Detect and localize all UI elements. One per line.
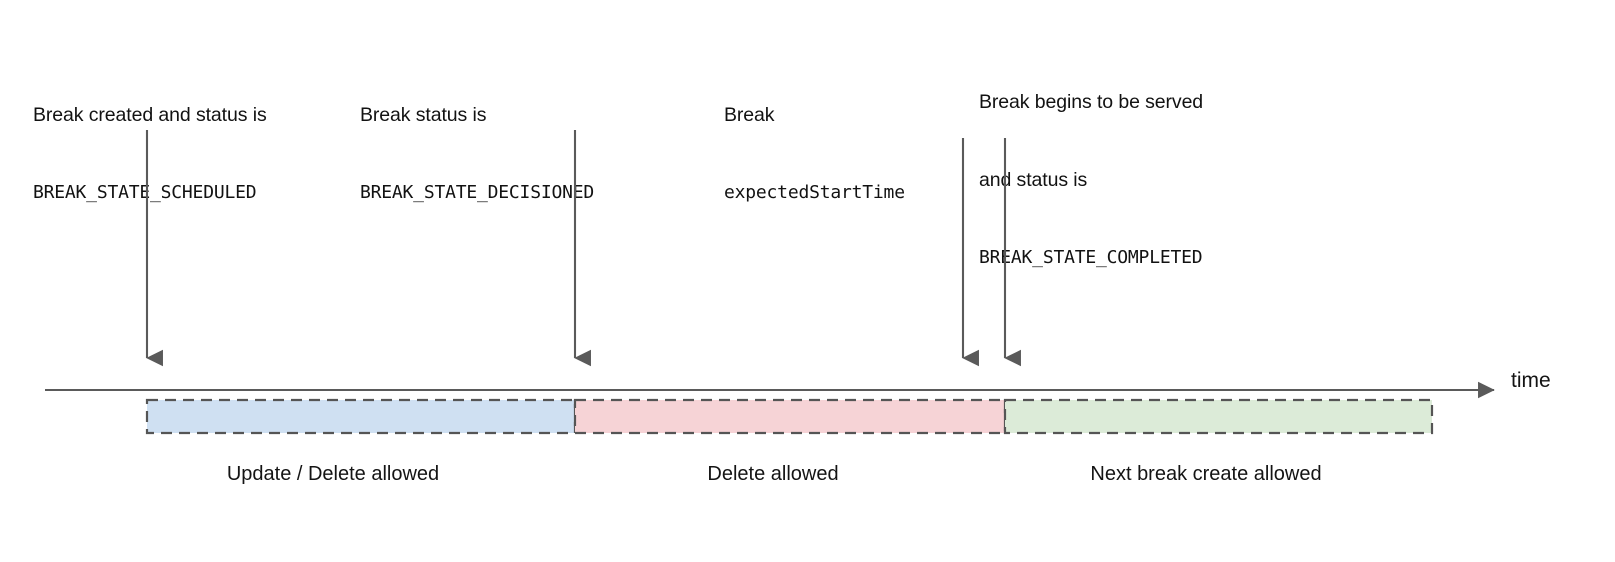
annotation-completed-line-3: BREAK_STATE_COMPLETED	[979, 247, 1203, 268]
annotation-decisioned: Break status is BREAK_STATE_DECISIONED	[360, 50, 594, 258]
caption-update-delete: Update / Delete allowed	[226, 463, 440, 485]
annotation-expected-start-time: Break expectedStartTime	[724, 50, 905, 258]
time-axis-label: time	[1511, 369, 1551, 392]
caption-next-break: Next break create allowed	[1090, 463, 1322, 485]
segment-delete	[573, 398, 1007, 435]
segment-next-break	[1003, 398, 1434, 435]
annotation-decisioned-line-1: Break status is	[360, 104, 487, 126]
caption-delete: Delete allowed	[707, 463, 839, 485]
annotation-completed-line-1: Break begins to be served	[979, 91, 1204, 113]
annotation-expected-start-time-line-1: Break	[724, 104, 775, 126]
annotation-scheduled: Break created and status is BREAK_STATE_…	[33, 50, 267, 258]
annotation-scheduled-line-2: BREAK_STATE_SCHEDULED	[33, 182, 257, 203]
annotation-completed: Break begins to be served and status is …	[979, 37, 1203, 323]
annotation-decisioned-line-2: BREAK_STATE_DECISIONED	[360, 182, 595, 203]
annotation-expected-start-time-line-2: expectedStartTime	[724, 182, 905, 203]
annotation-scheduled-line-1: Break created and status is	[33, 104, 267, 126]
annotation-completed-line-2: and status is	[979, 169, 1088, 191]
segment-update-delete	[145, 398, 577, 435]
